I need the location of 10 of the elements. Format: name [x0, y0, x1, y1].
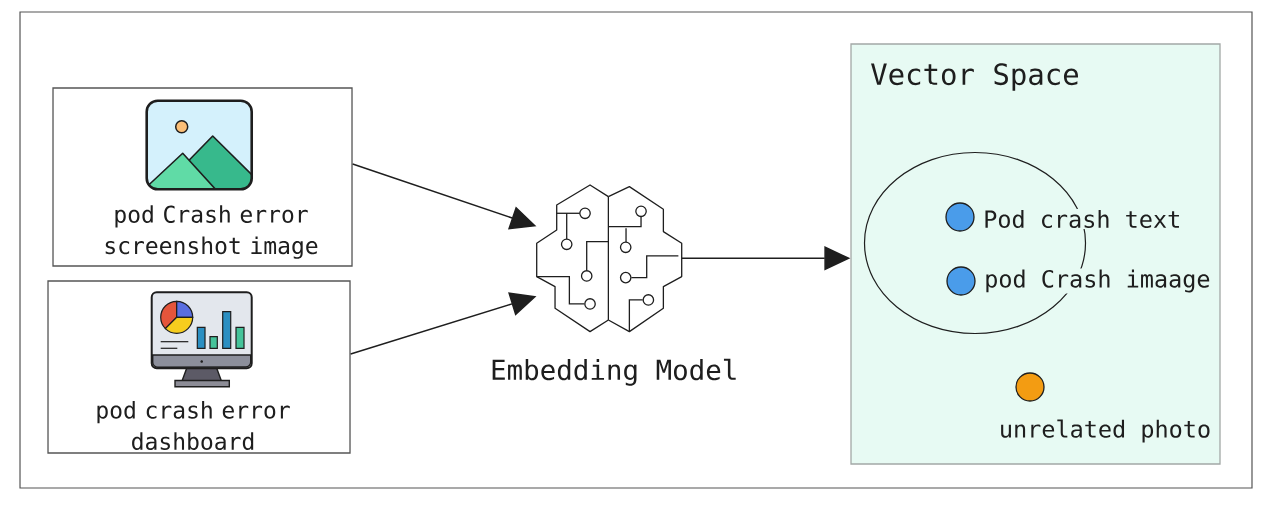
brain-icon [536, 184, 683, 333]
point-label: Pod crash text [982, 208, 1183, 230]
card: pod Crash error screenshot image [52, 87, 353, 267]
point-label: pod Crash imaage [983, 268, 1212, 294]
card: pod crash error dashboard [47, 280, 351, 454]
dot [945, 202, 975, 232]
dot [1015, 372, 1045, 402]
model-caption: Embedding Model [489, 357, 740, 387]
point-label: unrelated photo [997, 418, 1213, 444]
dot [946, 266, 976, 296]
